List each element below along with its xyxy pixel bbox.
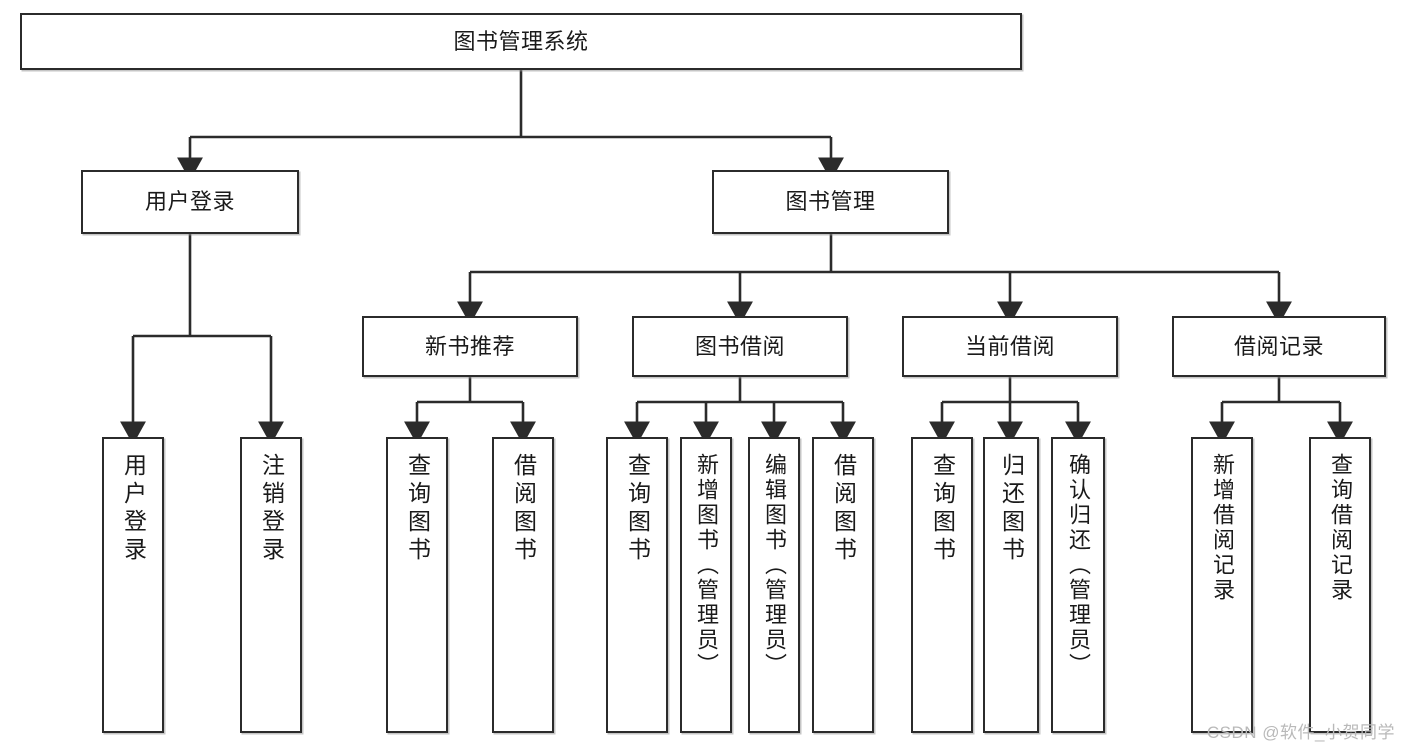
node-label: 借阅记录 [1233,333,1324,359]
leaf-borrow-record-add[interactable]: 新增借阅记录 [1191,437,1253,733]
leaf-current-borrow-query[interactable]: 查询图书 [911,437,973,733]
leaf-new-book-query[interactable]: 查询图书 [386,437,448,733]
node-label: 新增图书（管理员） [694,453,719,678]
leaf-current-borrow-return[interactable]: 归还图书 [983,437,1039,733]
node-label: 当前借阅 [964,333,1055,359]
node-label: 用户登录 [144,189,235,215]
watermark-text: CSDN @软件_小贺同学 [1206,723,1395,742]
node-book-borrow[interactable]: 图书借阅 [632,316,848,377]
leaf-book-borrow-add[interactable]: 新增图书（管理员） [680,437,732,733]
node-root-system[interactable]: 图书管理系统 [20,13,1022,70]
node-label: 确认归还（管理员） [1066,453,1091,678]
leaf-book-borrow-borrow[interactable]: 借阅图书 [812,437,874,733]
leaf-current-borrow-confirm-return[interactable]: 确认归还（管理员） [1051,437,1105,733]
node-label: 归还图书 [998,453,1025,565]
node-label: 借阅图书 [830,453,857,565]
leaf-book-borrow-query[interactable]: 查询图书 [606,437,668,733]
node-user-login[interactable]: 用户登录 [81,170,299,234]
node-borrow-records[interactable]: 借阅记录 [1172,316,1386,377]
node-label: 新书推荐 [424,333,515,359]
leaf-user-login-login[interactable]: 用户登录 [102,437,164,733]
node-label: 用户登录 [120,453,147,565]
leaf-user-login-logout[interactable]: 注销登录 [240,437,302,733]
node-label: 图书管理 [785,189,876,215]
node-label: 查询图书 [929,453,956,565]
leaf-new-book-borrow[interactable]: 借阅图书 [492,437,554,733]
node-label: 借阅图书 [510,453,537,565]
node-label: 新增借阅记录 [1210,453,1235,603]
node-book-management[interactable]: 图书管理 [712,170,949,234]
node-label: 查询借阅记录 [1328,453,1353,603]
node-current-borrow[interactable]: 当前借阅 [902,316,1118,377]
node-label: 查询图书 [624,453,651,565]
node-new-book-recommend[interactable]: 新书推荐 [362,316,578,377]
node-label: 查询图书 [404,453,431,565]
leaf-borrow-record-query[interactable]: 查询借阅记录 [1309,437,1371,733]
node-label: 注销登录 [258,453,285,565]
leaf-book-borrow-edit[interactable]: 编辑图书（管理员） [748,437,800,733]
node-label: 图书借阅 [694,333,785,359]
node-label: 图书管理系统 [453,28,589,54]
node-label: 编辑图书（管理员） [762,453,787,678]
